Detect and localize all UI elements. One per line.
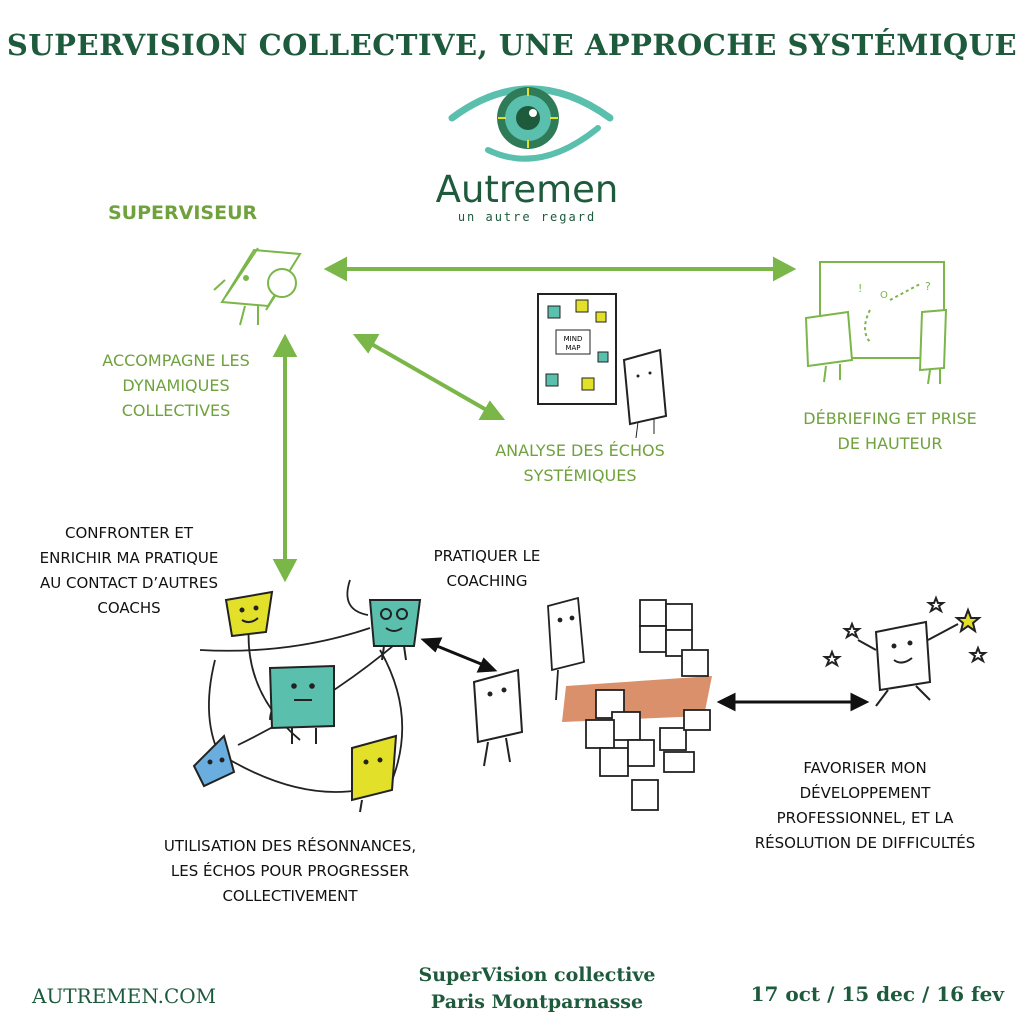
- label-line: COLLECTIVEMENT: [222, 887, 358, 905]
- label-line: DE HAUTEUR: [837, 434, 943, 453]
- label-line: COACHS: [97, 599, 161, 617]
- label-utilisation: UTILISATION DES RÉSONNANCES, LES ÉCHOS P…: [134, 834, 446, 909]
- label-line: SYSTÉMIQUES: [523, 466, 637, 485]
- label-line: FAVORISER MON: [803, 759, 927, 777]
- board-mark-2: O: [880, 290, 888, 301]
- logo-eye-icon: [448, 85, 614, 162]
- label-confronter: CONFRONTER ET ENRICHIR MA PRATIQUE AU CO…: [20, 521, 238, 621]
- mindmap-text-2: MAP: [565, 344, 580, 352]
- label-line: UTILISATION DES RÉSONNANCES,: [163, 837, 417, 855]
- label-favoriser: FAVORISER MON DÉVELOPPEMENT PROFESSIONNE…: [730, 756, 1000, 856]
- superviseur-heading: SUPERVISEUR: [108, 202, 258, 224]
- board-mark-1: !: [858, 282, 862, 295]
- coaching-blocks-illustration: [547, 596, 712, 811]
- label-line: DÉVELOPPEMENT: [799, 784, 931, 802]
- footer-website[interactable]: AUTREMEN.COM: [32, 984, 217, 1008]
- label-line: AU CONTACT D’AUTRES: [39, 574, 219, 592]
- label-line: COACHING: [446, 572, 528, 590]
- label-line: LES ÉCHOS POUR PROGRESSER: [170, 862, 410, 880]
- label-line: COLLECTIVES: [121, 401, 231, 420]
- arrow-groupe-coaching: [420, 637, 498, 673]
- label-line: DYNAMIQUES: [122, 376, 230, 395]
- coach-presenting-icon: [472, 668, 524, 767]
- label-pratiquer: PRATIQUER LE COACHING: [412, 544, 562, 594]
- label-line: ACCOMPAGNE LES: [102, 351, 250, 370]
- arrow-coaching-developpement: [716, 692, 870, 712]
- mindmap-illustration: MIND MAP: [537, 293, 668, 439]
- logo-tagline: un autre regard: [457, 210, 597, 224]
- label-line: ENRICHIR MA PRATIQUE: [39, 549, 219, 567]
- coach-yellow-top-icon: [224, 590, 274, 638]
- logo-name: Autremen: [435, 168, 619, 211]
- label-line: PROFESSIONNEL, ET LA: [776, 809, 954, 827]
- debriefing-board-illustration: ! O ?: [804, 261, 948, 385]
- label-line: PRATIQUER LE: [433, 547, 541, 565]
- label-debriefing: DÉBRIEFING ET PRISE DE HAUTEUR: [780, 406, 1000, 456]
- label-accompagne: ACCOMPAGNE LES DYNAMIQUES COLLECTIVES: [86, 348, 266, 423]
- arrow-superviseur-analyse: [352, 334, 506, 420]
- label-line: ANALYSE DES ÉCHOS: [495, 441, 665, 460]
- board-mark-3: ?: [925, 280, 931, 293]
- arrow-superviseur-groupe: [272, 333, 298, 583]
- happy-character-stars-icon: [822, 595, 988, 707]
- mindmap-text-1: MIND: [564, 335, 583, 343]
- label-line: DÉBRIEFING ET PRISE: [803, 409, 977, 428]
- footer-event: SuperVision collective Paris Montparnass…: [392, 962, 682, 1016]
- label-line: RÉSOLUTION DE DIFFICULTÉS: [754, 834, 976, 852]
- footer-dates: 17 oct / 15 dec / 16 fev: [750, 982, 1004, 1006]
- coach-blue-icon: [192, 734, 236, 788]
- superviseur-character-icon: [213, 247, 302, 326]
- footer-event-line2: Paris Montparnasse: [430, 991, 644, 1013]
- coach-yellow-bottom-icon: [351, 734, 398, 813]
- label-analyse: ANALYSE DES ÉCHOS SYSTÉMIQUES: [480, 438, 680, 488]
- page-title: SUPERVISION COLLECTIVE, UNE APPROCHE SYS…: [6, 28, 1018, 62]
- coach-teal-glasses-icon: [368, 599, 422, 661]
- arrow-superviseur-debriefing: [323, 256, 797, 282]
- coach-teal-center-icon: [268, 664, 335, 744]
- footer-event-line1: SuperVision collective: [418, 964, 656, 986]
- label-line: CONFRONTER ET: [64, 524, 194, 542]
